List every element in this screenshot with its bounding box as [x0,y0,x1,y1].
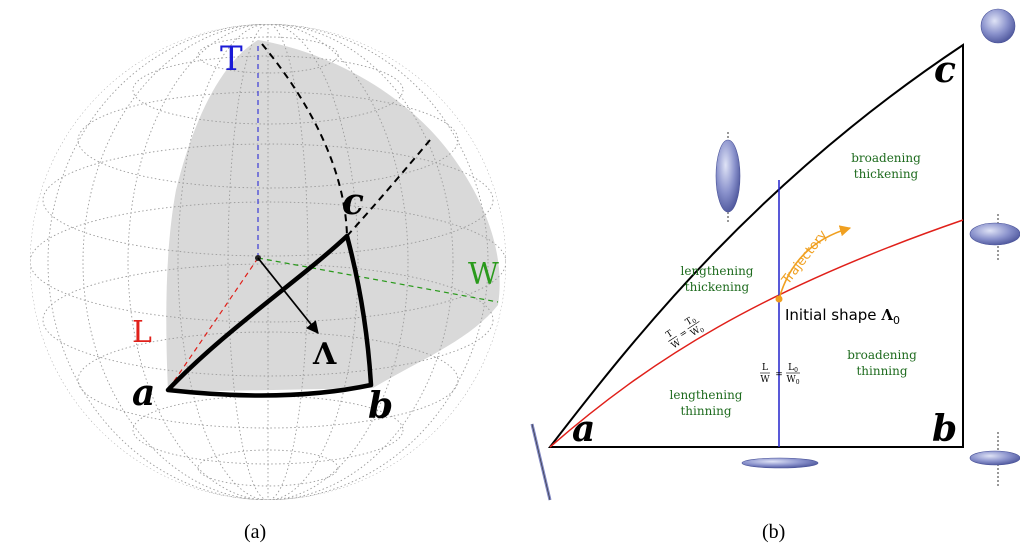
sphere-glyph-icon [980,8,1016,44]
panel-b: Trajectory Initial shape Λ0 broadening t… [530,8,1020,543]
trajectory-label: Trajectory [779,227,831,288]
lambda-label: Λ [312,337,337,372]
panel-a: T L W a b c Λ (a) [30,24,506,543]
prolate-ellipsoid-icon [715,132,741,222]
flat-disk-icon [969,432,1020,486]
region-lower-left-1: lengthening [670,388,743,402]
svg-text:L0: L0 [788,363,798,374]
flat-ellipse-icon [741,457,819,469]
b-vertex-a-label: a [572,408,595,450]
svg-text:W0: W0 [786,375,799,386]
axis-W-line [257,257,499,303]
region-left-2: thickening [685,280,750,294]
label-L: L [132,315,152,350]
needle-icon [530,423,552,501]
triangle-boundary [547,43,964,448]
red-curve-equation: T W = T0 W0 [665,314,707,351]
trajectory-arrow [778,225,852,300]
sphere-wireframe [30,24,506,500]
triangle-abc [165,233,374,398]
initial-shape-lambda: Λ [880,306,893,324]
region-left-1: lengthening [681,264,754,278]
blue-line-equation: L W = L0 W0 [760,363,800,386]
region-lower-left-2: thinning [680,404,731,418]
caption-a: (a) [244,521,266,543]
initial-shape-label: Initial shape Λ0 [785,306,900,327]
svg-text:=: = [678,328,690,340]
svg-text:T0: T0 [684,314,698,329]
region-upper-right-2: thickening [854,167,919,181]
shaded-octant [166,40,500,392]
svg-text:W: W [760,375,770,385]
region-lower-right-1: broadening [847,348,917,362]
label-W: W [468,257,499,292]
initial-shape-sub: 0 [893,314,900,327]
arc-c-to-edge [346,139,431,237]
b-vertex-c-label: c [934,49,956,91]
arc-T-to-c [261,43,348,237]
svg-text:T: T [665,329,675,341]
vertex-a-label: a [132,372,155,414]
vertex-c-label: c [342,181,364,223]
label-T: T [220,39,243,79]
svg-text:=: = [775,370,783,380]
red-curve [549,219,964,448]
vertex-b-label: b [368,385,393,427]
lambda-arrow [257,257,319,334]
region-upper-right-1: broadening [851,151,921,165]
svg-text:L: L [762,363,768,373]
svg-text:W0: W0 [689,323,706,339]
region-lower-right-2: thinning [856,364,907,378]
oblate-ellipsoid-icon [969,214,1020,262]
b-vertex-b-label: b [932,408,957,450]
caption-b: (b) [762,521,785,543]
